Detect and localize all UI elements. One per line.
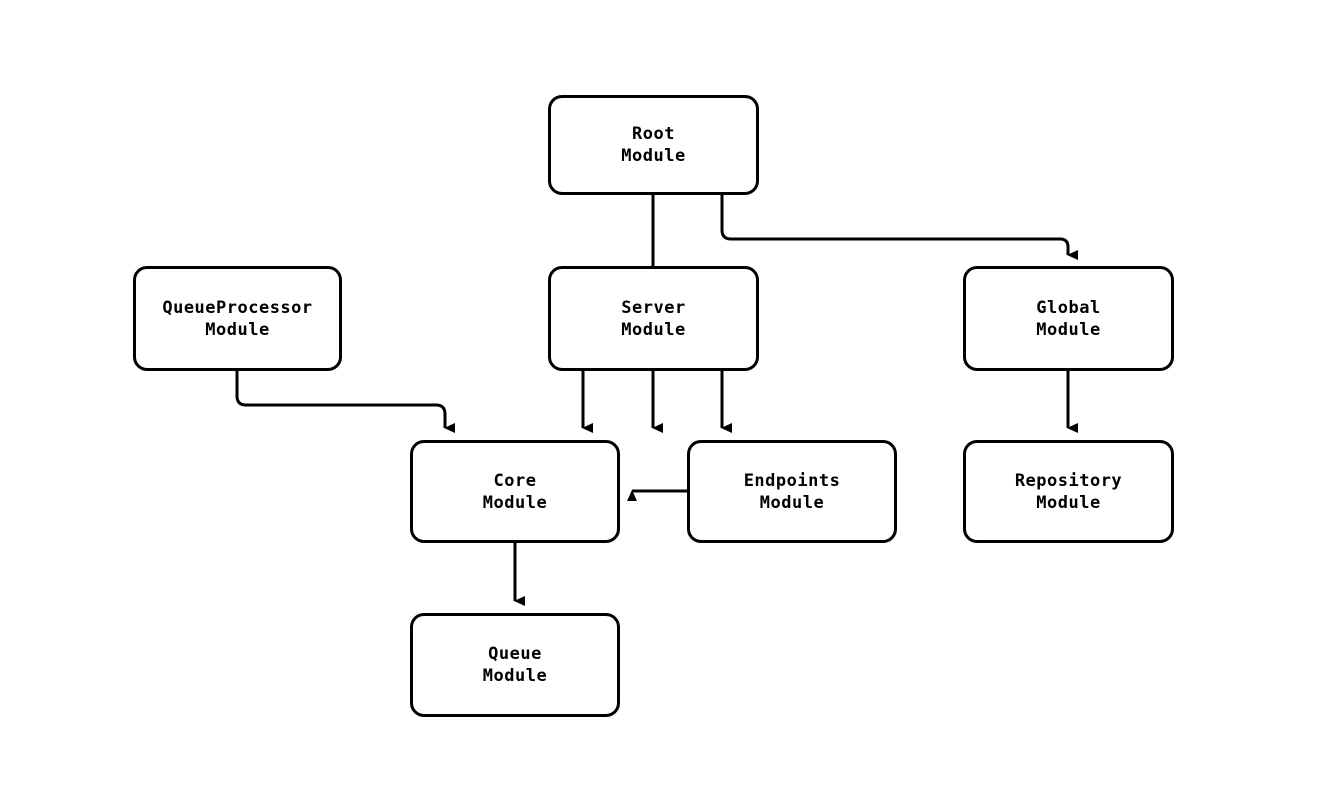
node-queueprocessor-module[interactable]: QueueProcessor Module — [133, 266, 342, 371]
edges-group — [235, 195, 1078, 606]
edge-root-global — [720, 195, 1078, 260]
node-label: Endpoints Module — [743, 470, 841, 513]
node-endpoints-module[interactable]: Endpoints Module — [687, 440, 897, 543]
node-server-module[interactable]: Server Module — [548, 266, 759, 371]
node-queue-module[interactable]: Queue Module — [410, 613, 620, 717]
node-global-module[interactable]: Global Module — [963, 266, 1174, 371]
node-root-module[interactable]: Root Module — [548, 95, 759, 195]
node-repository-module[interactable]: Repository Module — [963, 440, 1174, 543]
node-label: Queue Module — [482, 644, 548, 686]
node-label: Root Module — [621, 124, 686, 166]
node-label: Core Module — [482, 470, 548, 513]
node-core-module[interactable]: Core Module — [410, 440, 620, 543]
edge-queueprocessor-core — [235, 371, 455, 433]
node-label: Global Module — [1036, 297, 1101, 340]
node-label: Server Module — [621, 297, 686, 340]
node-label: QueueProcessor Module — [162, 297, 313, 340]
node-label: Repository Module — [1014, 470, 1123, 513]
